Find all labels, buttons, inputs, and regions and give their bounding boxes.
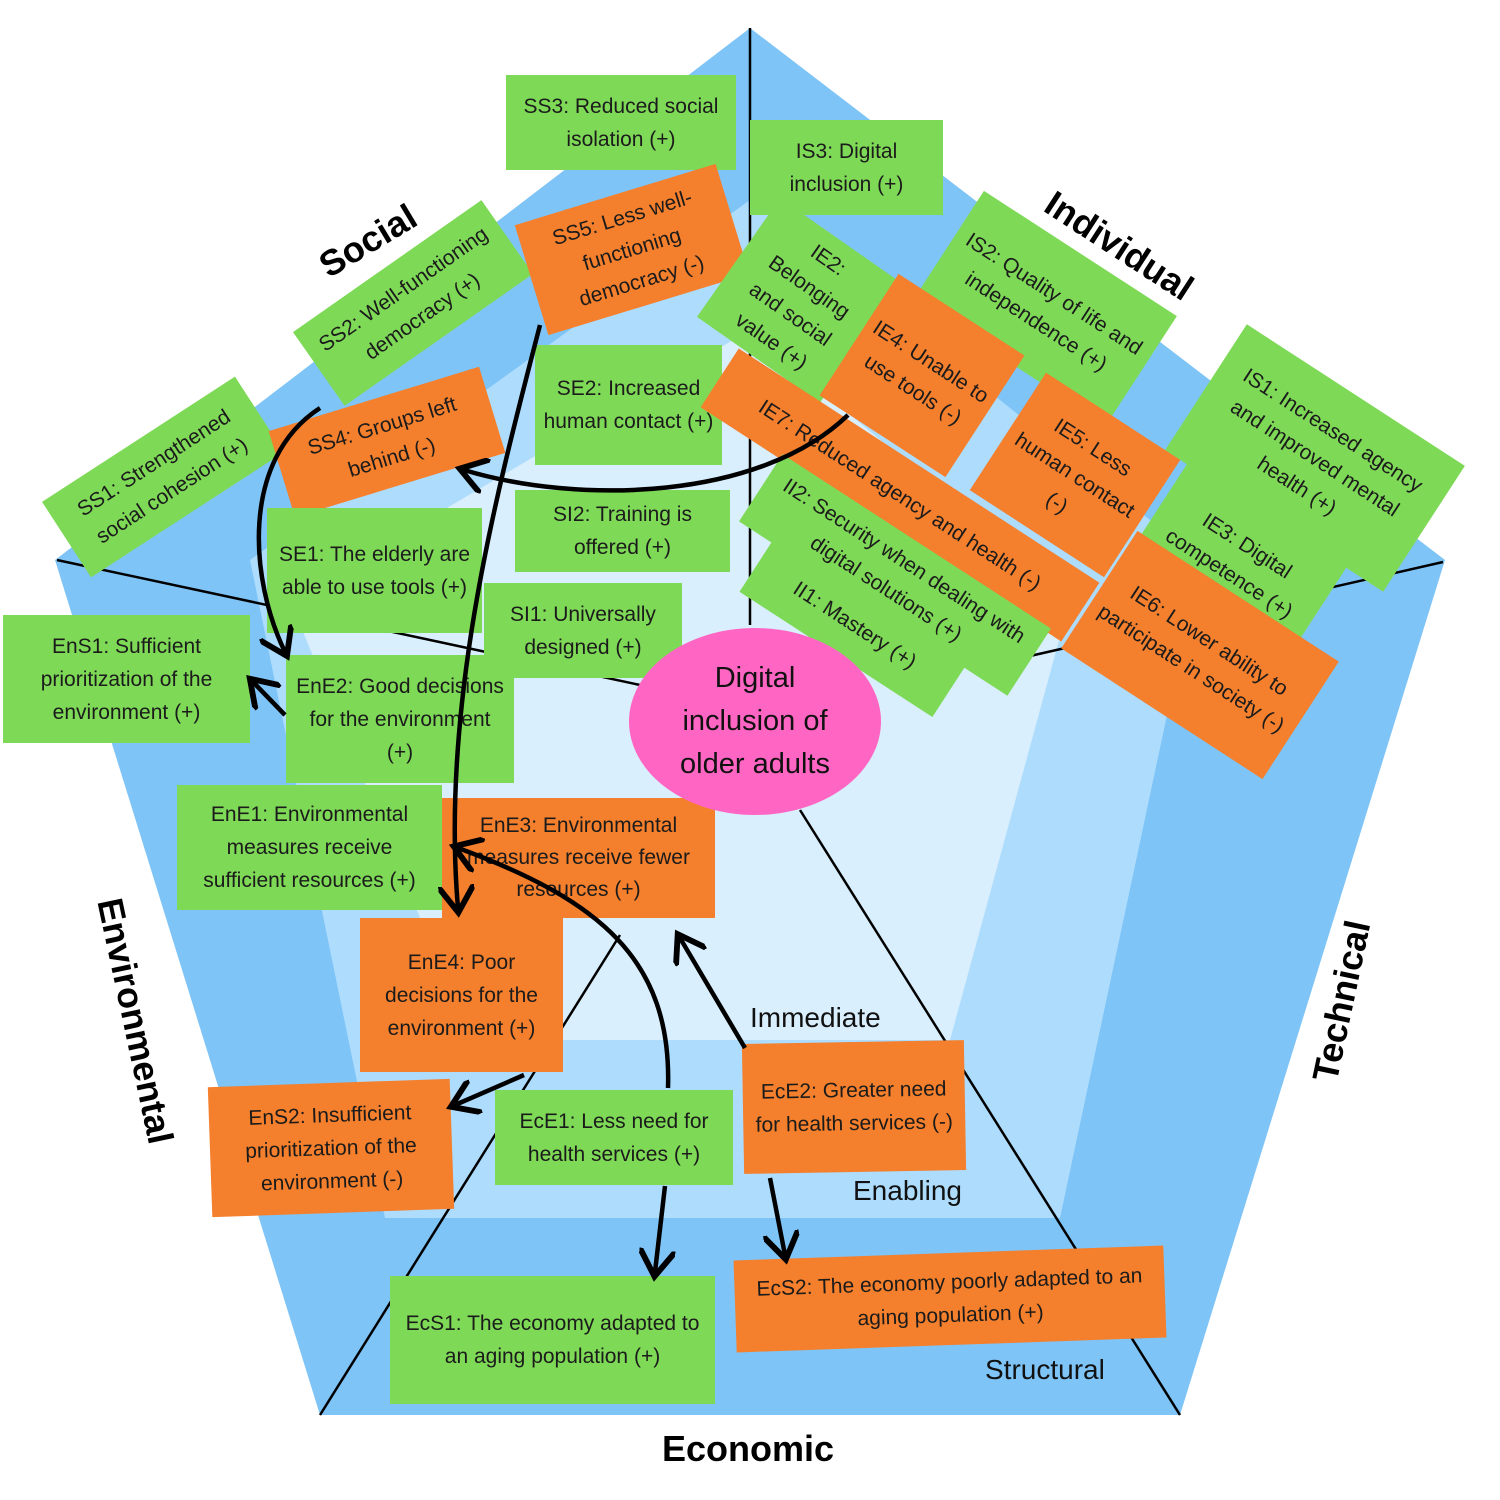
note-ece1: EcE1: Less need for health services (+) xyxy=(495,1090,733,1185)
layer-enabling: Enabling xyxy=(853,1175,962,1206)
note-se1: SE1: The elderly are able to use tools (… xyxy=(267,508,482,633)
note-ene1: EnE1: Environmental measures receive suf… xyxy=(177,785,442,910)
layer-immediate: Immediate xyxy=(750,1002,881,1033)
note-se2: SE2: Increased human contact (+) xyxy=(535,345,722,465)
note-ece2: EcE2: Greater need for health services (… xyxy=(741,1040,967,1174)
note-ene4: EnE4: Poor decisions for the environment… xyxy=(360,918,563,1072)
note-ss3: SS3: Reduced social isolation (+) xyxy=(506,75,736,170)
note-ene2: EnE2: Good decisions for the environment… xyxy=(286,655,514,783)
note-si2: SI2: Training is offered (+) xyxy=(515,490,730,572)
note-ene3: EnE3: Environmental measures receive few… xyxy=(442,798,715,918)
note-ecs2: EcS2: The economy poorly adapted to an a… xyxy=(733,1245,1167,1353)
note-is3: IS3: Digital inclusion (+) xyxy=(750,120,943,215)
layer-structural: Structural xyxy=(985,1354,1105,1385)
note-ens1: EnS1: Sufficient prioritization of the e… xyxy=(3,615,250,743)
note-ecs1: EcS1: The economy adapted to an aging po… xyxy=(390,1276,715,1404)
central-topic: Digital inclusion of older adults xyxy=(629,628,881,815)
note-ens2: EnS2: Insufficient prioritization of the… xyxy=(207,1078,455,1218)
dimension-economic: Economic xyxy=(662,1428,835,1469)
